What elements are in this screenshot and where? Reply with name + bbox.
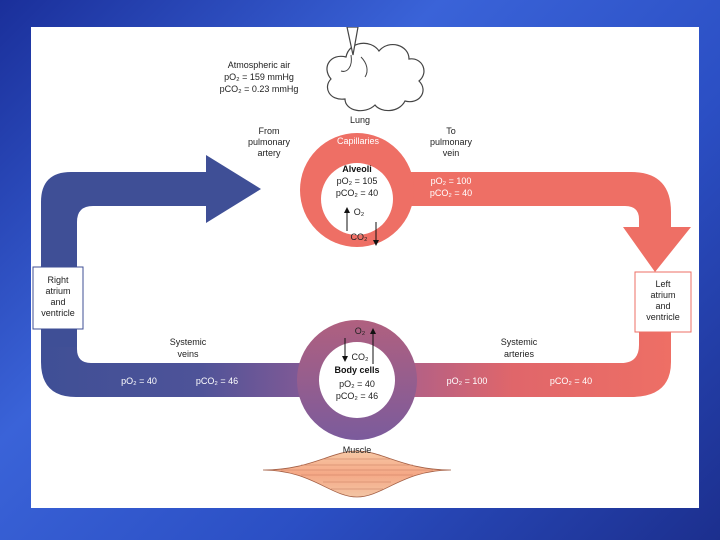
left-heart-label-3: and [655, 301, 670, 311]
atmospheric-po2: pO₂ = 159 mmHg [224, 72, 294, 82]
atmospheric-pco2: pCO₂ = 0.23 mmHg [220, 84, 299, 94]
alveoli-pco2: pCO₂ = 40 [336, 188, 378, 198]
right-heart-label-3: and [50, 297, 65, 307]
systemic-arteries-1: Systemic [501, 337, 538, 347]
alveoli-co2: CO₂ [351, 232, 369, 242]
to-pulmonary-2: pulmonary [430, 137, 473, 147]
from-pulmonary-3: artery [257, 148, 281, 158]
pulmonary-vein-pco2: pCO₂ = 40 [430, 188, 472, 198]
to-pulmonary-1: To [446, 126, 456, 136]
pulmonary-artery-pco2: pCO₂ = 46 [257, 188, 299, 198]
lung-label: Lung [350, 115, 370, 125]
muscle-icon [262, 450, 452, 498]
left-heart-label-1: Left [655, 279, 671, 289]
from-pulmonary-2: pulmonary [248, 137, 291, 147]
body-exchange-arrows-icon [342, 328, 376, 364]
body-co2: CO₂ [352, 352, 370, 362]
to-pulmonary-3: vein [443, 148, 460, 158]
body-capillary-ring [297, 320, 417, 440]
systemic-arteries-2: arteries [504, 349, 535, 359]
atmospheric-title: Atmospheric air [228, 60, 291, 70]
alveoli-title: Alveoli [342, 164, 372, 174]
alveoli-o2: O₂ [354, 207, 365, 217]
arteries-pco2: pCO₂ = 40 [550, 376, 592, 386]
arteries-po2: pO₂ = 100 [447, 376, 488, 386]
muscle-label: Muscle [343, 445, 372, 455]
left-heart-label-4: ventricle [646, 312, 680, 322]
body-cells-pco2: pCO₂ = 46 [336, 391, 378, 401]
right-heart-label-2: atrium [45, 286, 70, 296]
alveoli-exchange-arrows-icon [344, 207, 379, 246]
body-cells-po2: pO₂ = 40 [339, 379, 375, 389]
lung-cloud-icon [326, 27, 425, 112]
right-heart-box: Right atrium and ventricle [32, 266, 84, 330]
right-heart-label-1: Right [47, 275, 69, 285]
pulmonary-artery-po2: pO₂ = 40 [260, 176, 296, 186]
gas-exchange-diagram: Right atrium and ventricle Left atrium a… [32, 27, 692, 498]
capillaries-label: Capillaries [337, 136, 380, 146]
body-cells-title: Body cells [334, 365, 379, 375]
systemic-veins-2: veins [177, 349, 199, 359]
left-heart-box: Left atrium and ventricle [634, 271, 692, 333]
left-heart-label-2: atrium [650, 290, 675, 300]
body-o2: O₂ [355, 326, 366, 336]
alveoli-po2: pO₂ = 105 [337, 176, 378, 186]
veins-pco2: pCO₂ = 46 [196, 376, 238, 386]
from-pulmonary-1: From [259, 126, 280, 136]
slide-panel: Right atrium and ventricle Left atrium a… [31, 27, 699, 508]
systemic-veins-1: Systemic [170, 337, 207, 347]
veins-po2: pO₂ = 40 [121, 376, 157, 386]
right-heart-label-4: ventricle [41, 308, 75, 318]
pulmonary-vein-po2: pO₂ = 100 [431, 176, 472, 186]
lung-capillary-ring [300, 133, 414, 247]
